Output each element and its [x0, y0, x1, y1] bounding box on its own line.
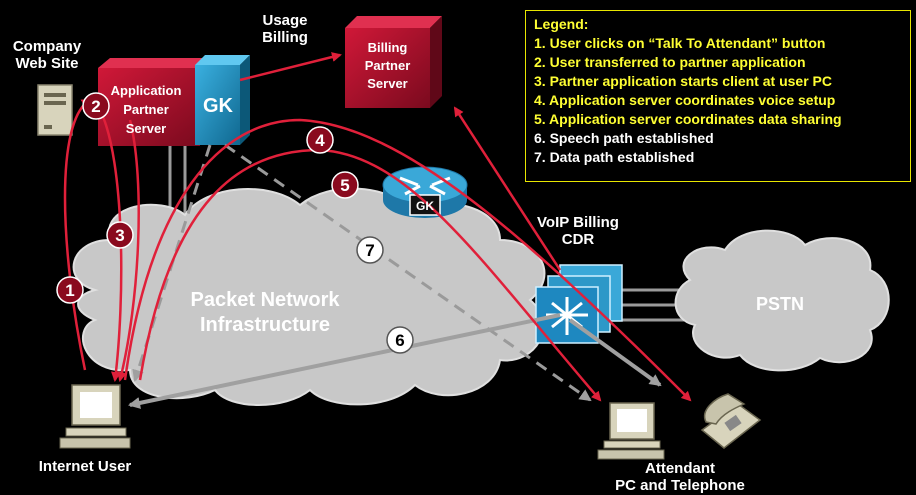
legend-box: Legend: 1. User clicks on “Talk To Atten… [525, 10, 911, 182]
application-partner-server-icon [98, 58, 212, 146]
router-gk-icon [382, 166, 468, 218]
gatekeeper-icon [195, 55, 250, 145]
internet-user-pc-icon [59, 384, 131, 449]
legend-item-1: 1. User clicks on “Talk To Attendant” bu… [534, 35, 826, 51]
step-badge-1: 1 [56, 276, 84, 304]
voip-switch-icon [535, 264, 623, 344]
legend-item-5: 5. Application server coordinates data s… [534, 111, 842, 127]
speech-path [128, 313, 662, 409]
pstn-cloud [674, 229, 890, 372]
telephone-icon [700, 393, 762, 449]
usage-billing-label: Usage Billing [262, 12, 308, 46]
step-badge-7: 7 [356, 236, 384, 264]
svg-text:6: 6 [395, 331, 404, 350]
legend-item-7: 7. Data path established [534, 149, 695, 165]
legend-item-4: 4. Application server coordinates voice … [534, 92, 836, 108]
router-gk-label: GK [416, 199, 434, 213]
step-badge-6: 6 [386, 326, 414, 354]
step-badge-2: 2 [82, 92, 110, 120]
step-badge-4: 4 [306, 126, 334, 154]
step-badge-3: 3 [106, 221, 134, 249]
svg-text:3: 3 [115, 226, 124, 245]
pstn-label: PSTN [755, 294, 804, 314]
voip-billing-cdr-label: VoIP Billing CDR [537, 214, 619, 248]
legend-item-3: 3. Partner application starts client at … [534, 73, 832, 89]
attendant-label: Attendant PC and Telephone [615, 460, 745, 494]
billing-partner-server-label: Billing Partner Server [364, 40, 411, 91]
gk-label: GK [203, 95, 234, 117]
svg-text:4: 4 [315, 131, 325, 150]
internet-user-label: Internet User [38, 458, 132, 475]
billing-partner-server-icon [345, 16, 442, 108]
svg-text:7: 7 [365, 241, 374, 260]
web-server-icon [37, 84, 73, 136]
legend-item-6: 6. Speech path established [534, 130, 714, 146]
company-web-site-label: Company Web Site [12, 38, 82, 72]
svg-text:1: 1 [65, 281, 74, 300]
application-partner-server-label: Application Partner Server [110, 83, 182, 136]
step-badge-5: 5 [331, 171, 359, 199]
packet-network-label: Packet Network Infrastructure [190, 289, 340, 336]
attendant-pc-icon [597, 402, 665, 460]
svg-text:5: 5 [340, 176, 349, 195]
legend-item-2: 2. User transferred to partner applicati… [534, 54, 806, 70]
svg-text:2: 2 [91, 97, 100, 116]
legend-title: Legend: [534, 16, 589, 32]
